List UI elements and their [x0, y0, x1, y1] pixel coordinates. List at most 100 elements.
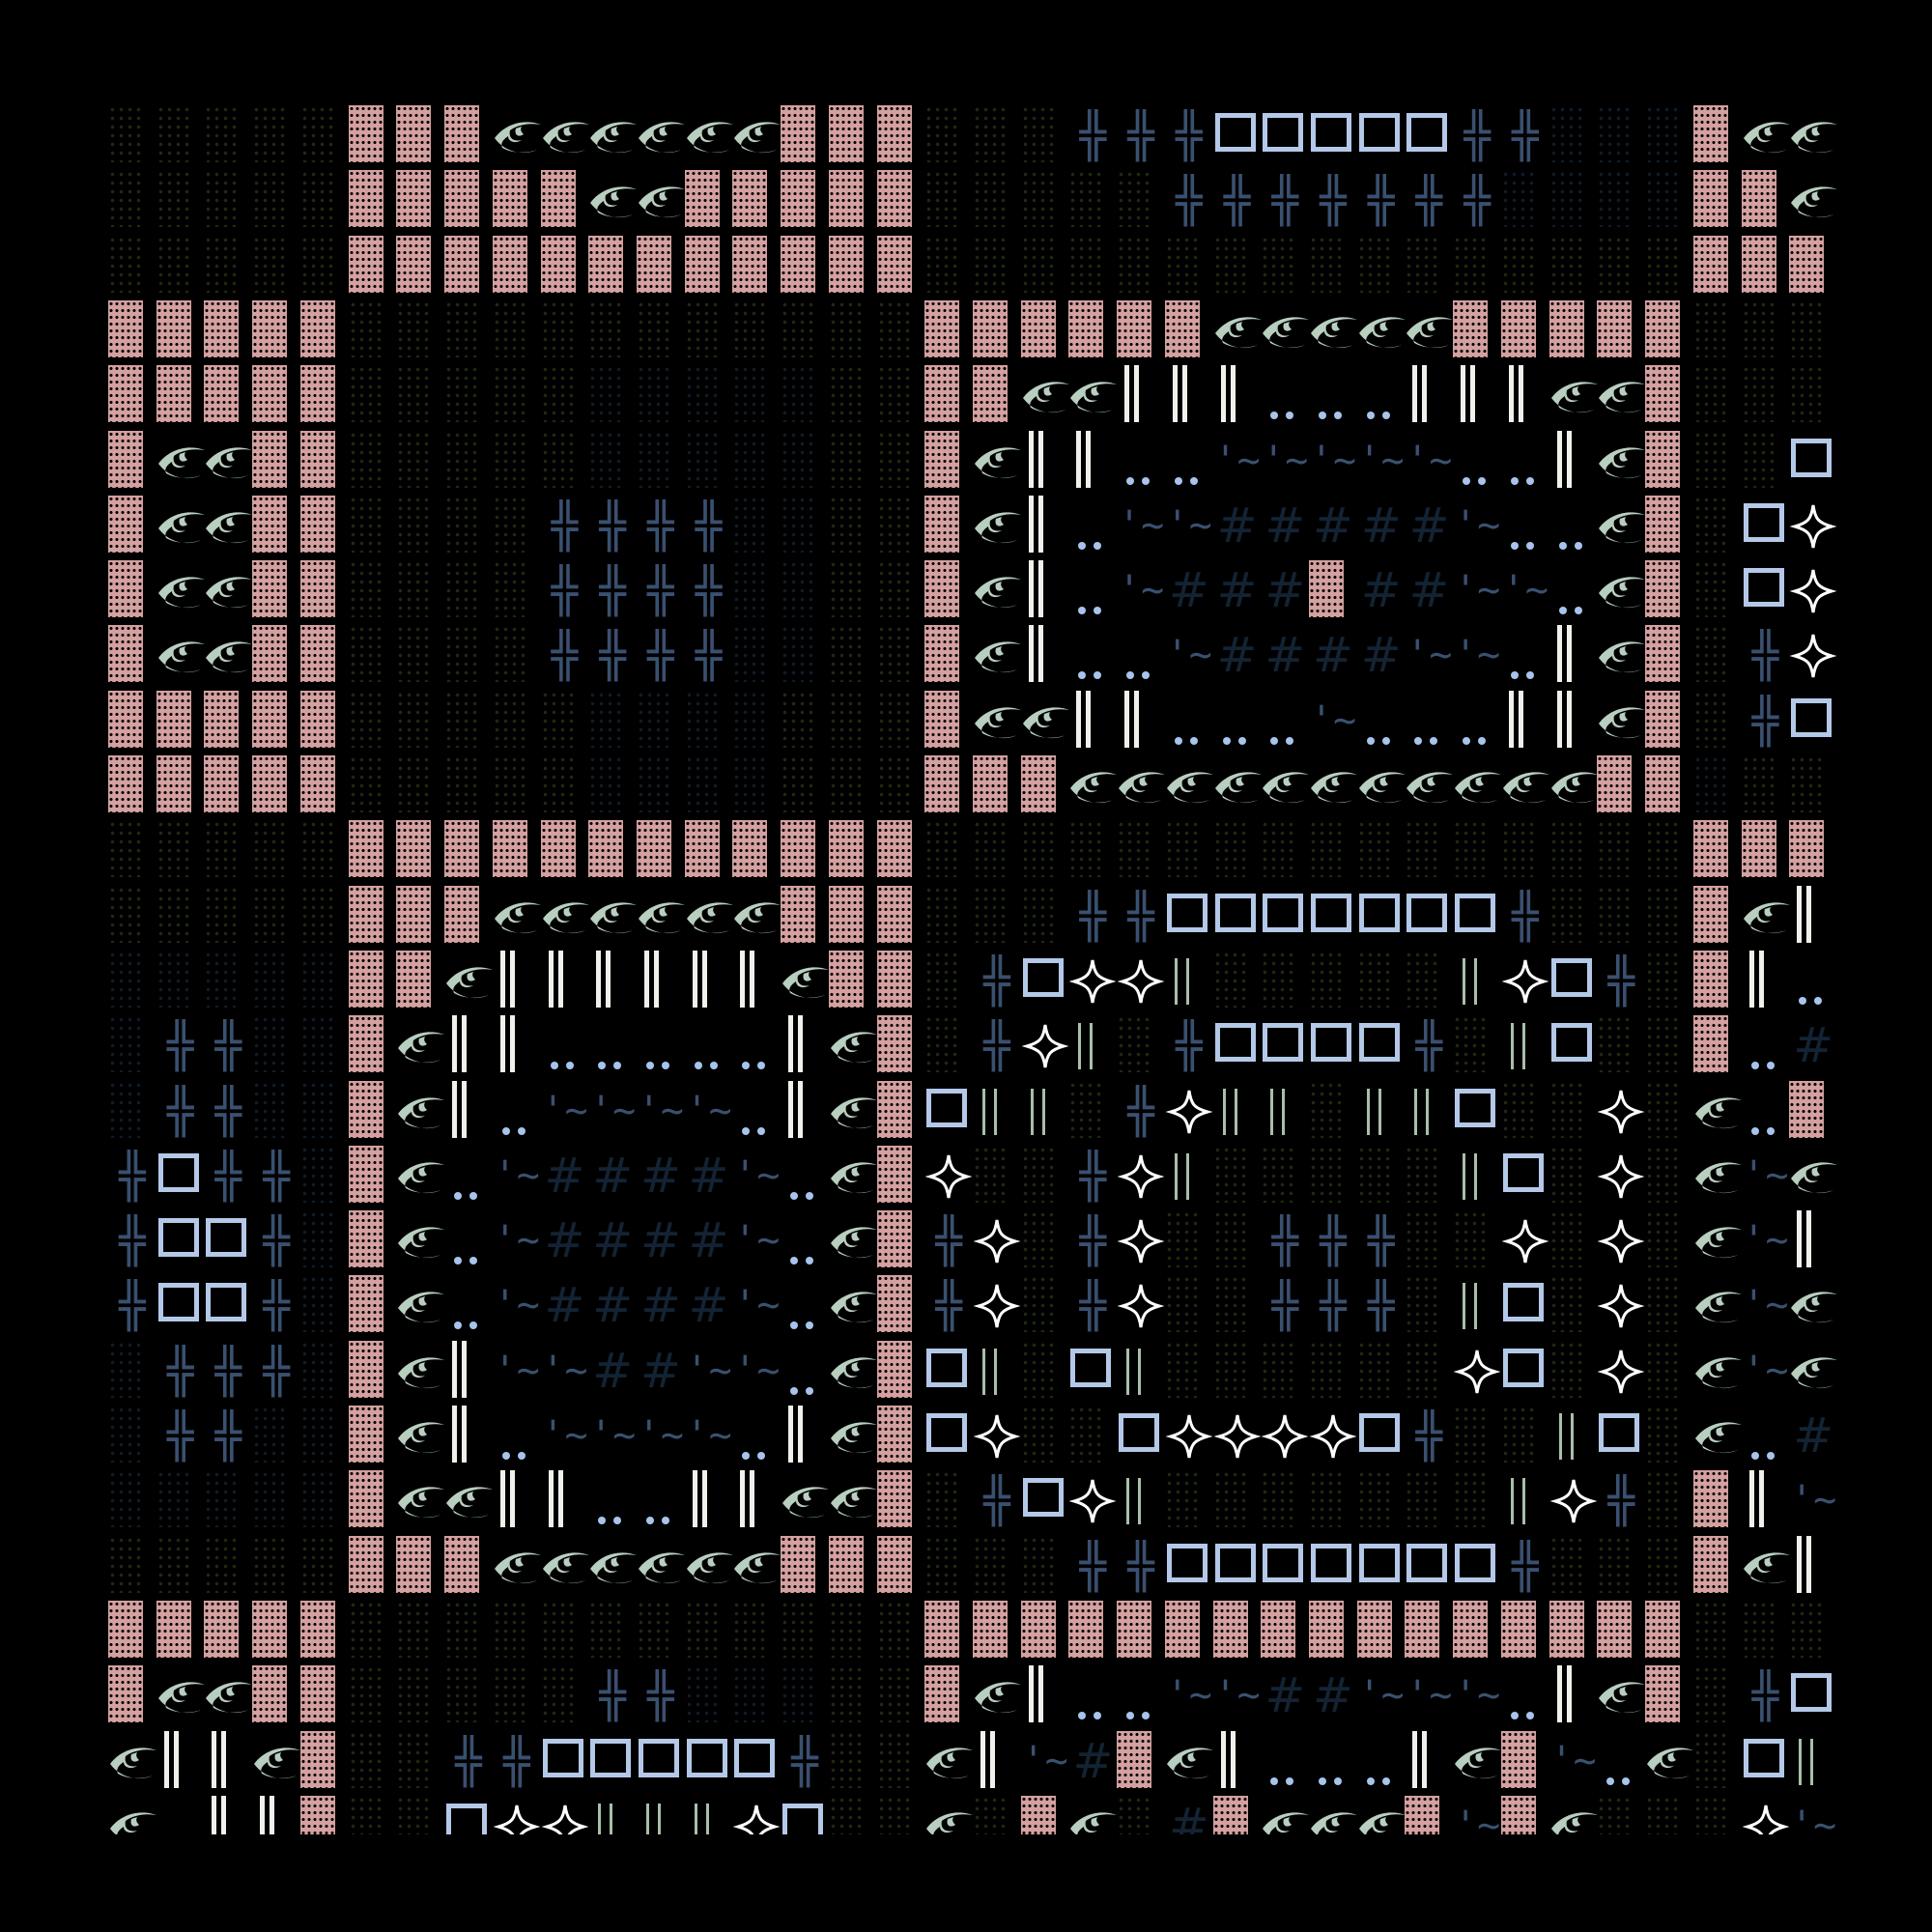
- eye-icon: [973, 560, 1021, 625]
- blue-floor-tile: [108, 1406, 156, 1470]
- green-floor-tile: [1405, 235, 1453, 300]
- green-floor-tile: [299, 235, 349, 300]
- tilde-tile: '~: [637, 1413, 684, 1458]
- box-tile: [1405, 1536, 1453, 1601]
- tilde-tile: '~: [733, 1152, 781, 1198]
- green-floor-tile: [1548, 1080, 1598, 1146]
- wall-tile: [1597, 299, 1645, 365]
- cross-tile: ╬: [1223, 174, 1251, 227]
- eye-icon: [1357, 755, 1406, 820]
- wall-tile: [924, 690, 973, 755]
- eye-icon: [156, 1665, 205, 1730]
- green-floor-tile: [252, 820, 300, 885]
- box-tile: [1789, 1665, 1837, 1730]
- star-icon: [973, 1275, 1021, 1340]
- cross-tile: ╬: [1271, 1214, 1299, 1267]
- green-floor-tile: [108, 1535, 156, 1601]
- dots-tile: [1357, 365, 1406, 430]
- blue-floor-tile: [156, 1470, 205, 1535]
- eye-icon: [1789, 105, 1837, 170]
- eye-icon: [1068, 1796, 1118, 1834]
- green-floor-tile: [540, 1600, 589, 1665]
- eye-icon: [829, 1275, 877, 1340]
- eye-icon: [588, 105, 638, 170]
- blue-floor-tile: [732, 690, 781, 755]
- green-floor-tile: [1692, 365, 1742, 430]
- green-floor-tile: [924, 105, 973, 170]
- green-floor-tile: [299, 1535, 349, 1601]
- green-floor-tile: [1548, 885, 1598, 951]
- star-icon: [1117, 1275, 1165, 1340]
- eye-icon: [1021, 365, 1069, 430]
- tilde-tile: '~: [1790, 1478, 1837, 1523]
- green-floor-tile: [876, 1600, 925, 1665]
- green-floor-tile: [1164, 1340, 1213, 1406]
- hash-tile: #: [1264, 627, 1306, 684]
- green-floor-tile: [396, 690, 444, 755]
- green-floor-tile: [1068, 820, 1117, 885]
- wall-tile: [396, 885, 444, 951]
- eye-icon: [588, 886, 638, 951]
- green-floor-tile: [156, 235, 205, 300]
- wall-tile: [1645, 755, 1693, 820]
- green-floor-tile: [1645, 1406, 1693, 1470]
- tilde-tile: '~: [1357, 1673, 1405, 1719]
- star-icon: [1117, 951, 1165, 1015]
- double-bar-tile: [1117, 365, 1165, 430]
- green-floor-tile: [876, 365, 925, 430]
- eye-icon: [973, 496, 1021, 560]
- cross-tile: ╬: [1367, 1214, 1395, 1267]
- green-floor-tile: [108, 820, 156, 885]
- green-floor-tile: [1645, 1145, 1693, 1210]
- green-floor-tile: [1405, 1210, 1453, 1275]
- wall-tile: [1453, 1600, 1501, 1665]
- star-icon: [1597, 1146, 1645, 1210]
- wall-tile: [108, 299, 156, 365]
- dots-tile: [1549, 496, 1598, 560]
- blue-floor-tile: [299, 1275, 349, 1340]
- wall-tile: [876, 1080, 925, 1146]
- blue-floor-tile: [781, 430, 829, 496]
- eye-icon: [1693, 1146, 1742, 1210]
- cross-tile: ╬: [214, 1344, 242, 1397]
- tilde-tile: '~: [1406, 633, 1453, 678]
- hash-tile: #: [1072, 1732, 1114, 1789]
- green-floor-tile: [876, 1665, 925, 1730]
- green-floor-tile: [1548, 1535, 1598, 1601]
- wall-tile: [781, 1535, 829, 1601]
- eye-icon: [973, 691, 1021, 755]
- box-tile: [1165, 1536, 1213, 1601]
- wall-tile: [973, 755, 1021, 820]
- dots-tile: [1165, 431, 1213, 496]
- blue-floor-tile: [1645, 170, 1693, 235]
- wall-tile: [108, 690, 156, 755]
- green-floor-tile: [588, 299, 637, 365]
- wall-tile: [1020, 755, 1069, 820]
- green-floor-tile: [1405, 1275, 1453, 1340]
- wall-tile: [924, 560, 973, 625]
- wall-tile: [299, 365, 349, 430]
- hash-tile: #: [1216, 627, 1258, 684]
- wall-tile: [299, 1730, 349, 1796]
- double-bar-tile: [1405, 1730, 1453, 1796]
- wall-tile: [299, 755, 349, 820]
- green-floor-tile: [1645, 1080, 1693, 1146]
- dots-tile: [1549, 560, 1598, 625]
- blue-floor-tile: [732, 495, 781, 560]
- green-floor-tile: [348, 430, 397, 496]
- tilde-tile: '~: [1406, 1673, 1453, 1719]
- blue-floor-tile: [684, 365, 733, 430]
- dots-tile: [1068, 560, 1117, 625]
- green-floor-tile: [924, 1535, 973, 1601]
- green-floor-tile: [396, 1795, 444, 1834]
- wall-tile: [876, 820, 925, 885]
- dots-tile: [1261, 691, 1309, 755]
- wall-tile: [348, 1275, 397, 1340]
- green-floor-tile: [108, 170, 156, 235]
- wall-tile: [732, 170, 781, 235]
- wall-tile: [108, 1600, 156, 1665]
- hash-tile: #: [1168, 1797, 1209, 1834]
- tilde-tile: '~: [541, 1348, 588, 1393]
- wall-tile: [396, 170, 444, 235]
- double-bar-tile: [685, 950, 733, 1015]
